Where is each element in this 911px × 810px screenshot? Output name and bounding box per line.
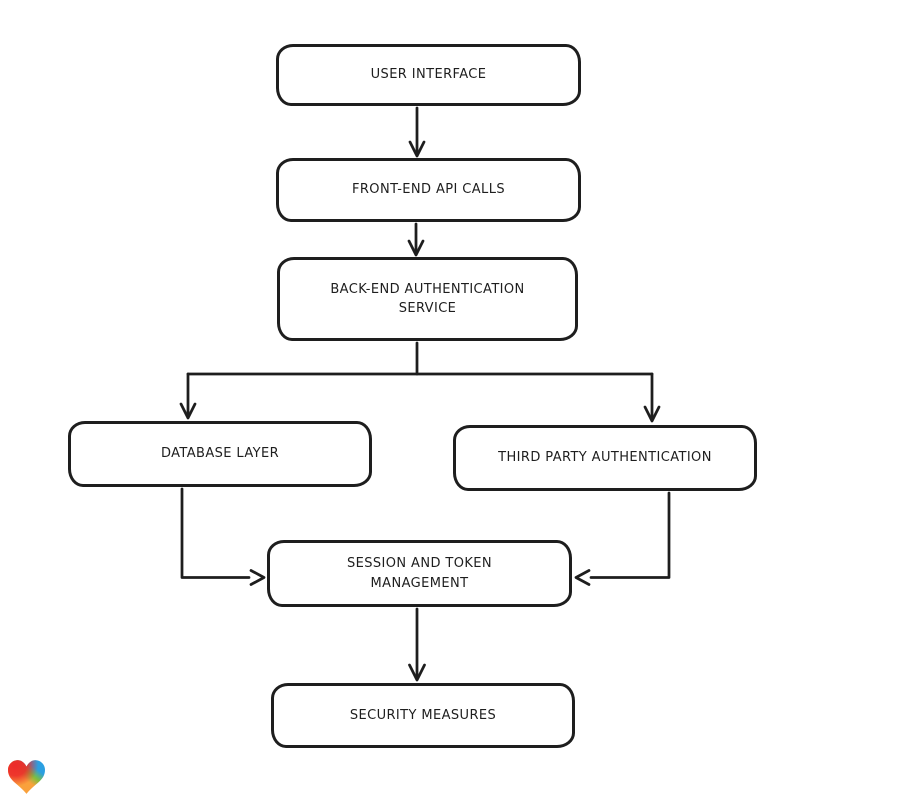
node-front-end-api-calls[interactable]: FRONT-END API CALLS: [276, 158, 581, 222]
node-user-interface[interactable]: USER INTERFACE: [276, 44, 581, 106]
node-label: BACK-END AUTHENTICATION SERVICE: [330, 281, 525, 317]
node-database-layer[interactable]: DATABASE LAYER: [68, 421, 372, 487]
node-session-and-token-management[interactable]: SESSION AND TOKEN MANAGEMENT: [267, 540, 572, 607]
node-third-party-authentication[interactable]: THIRD PARTY AUTHENTICATION: [453, 425, 757, 491]
node-security-measures[interactable]: SECURITY MEASURES: [271, 683, 575, 748]
edge-thirdparty-to-session: [574, 491, 671, 586]
edge-user-to-frontend: [408, 106, 426, 158]
node-label: SESSION AND TOKEN MANAGEMENT: [346, 556, 493, 591]
node-back-end-authentication-service[interactable]: BACK-END AUTHENTICATION SERVICE: [277, 257, 578, 341]
node-label: DATABASE LAYER: [160, 446, 280, 462]
edge-database-to-session: [180, 487, 266, 586]
node-label: THIRD PARTY AUTHENTICATION: [498, 450, 712, 466]
node-label: FRONT-END API CALLS: [352, 182, 505, 198]
node-label: USER INTERFACE: [370, 67, 487, 83]
edge-frontend-to-backend: [407, 222, 425, 257]
node-label: SECURITY MEASURES: [349, 707, 497, 723]
gradient-heart-logo-icon[interactable]: [8, 760, 45, 795]
edge-backend-split: [179, 341, 661, 423]
edge-session-to-security: [408, 607, 426, 682]
